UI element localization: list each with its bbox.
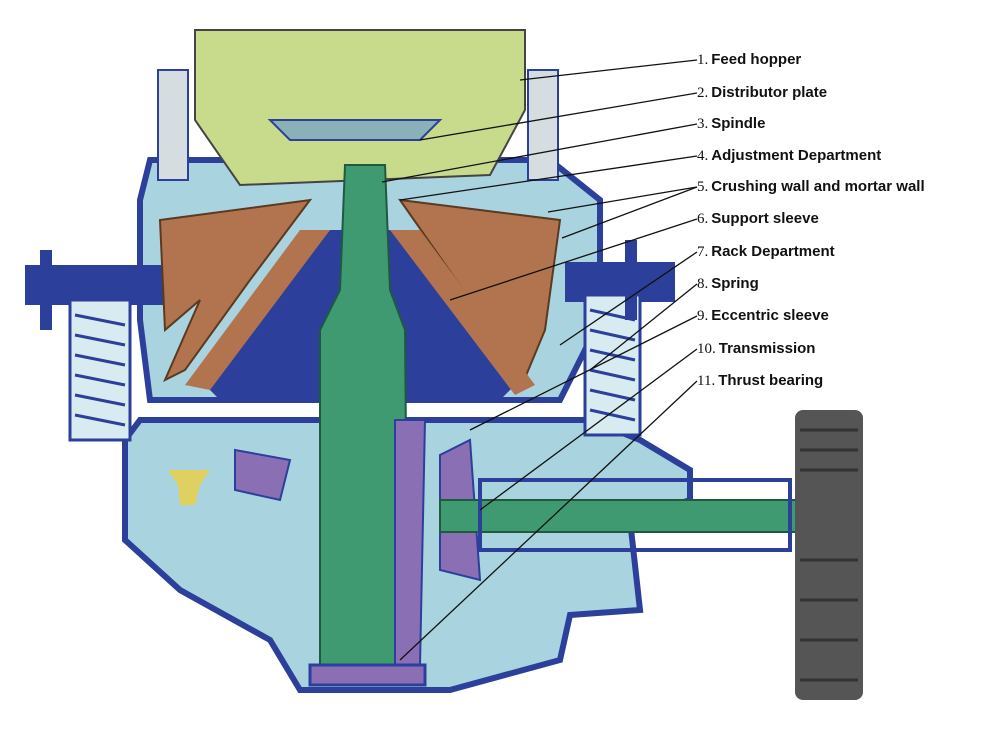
label-number: 4.	[697, 148, 709, 164]
right-bolt	[625, 240, 637, 320]
label-crushing-wall: 5.Crushing wall and mortar wall	[697, 178, 925, 196]
yellow-oil-part	[168, 470, 210, 505]
label-number: 3.	[697, 116, 709, 132]
label-spring: 8.Spring	[697, 275, 759, 293]
left-spring	[68, 298, 132, 442]
label-number: 6.	[697, 211, 709, 227]
label-text: Feed hopper	[711, 51, 802, 68]
thrust-bearing	[308, 663, 427, 687]
label-text: Eccentric sleeve	[711, 307, 829, 324]
label-adjustment-department: 4.Adjustment Department	[697, 147, 881, 165]
label-number: 9.	[697, 308, 709, 324]
label-support-sleeve: 6.Support sleeve	[697, 210, 819, 228]
label-text: Crushing wall and mortar wall	[711, 178, 925, 195]
label-number: 1.	[697, 52, 709, 68]
eccentric-sleeve	[394, 419, 427, 666]
label-number: 7.	[697, 244, 709, 260]
label-number: 8.	[697, 276, 709, 292]
label-text: Rack Department	[711, 243, 835, 260]
leader-lines	[381, 59, 698, 661]
label-thrust-bearing: 11.Thrust bearing	[697, 372, 823, 390]
label-text: Support sleeve	[711, 210, 819, 227]
mantle-liner-left	[185, 230, 330, 390]
distributor-plate	[267, 119, 443, 141]
label-rack-department: 7.Rack Department	[697, 243, 835, 261]
label-text: Spindle	[711, 115, 766, 132]
bevel-gear-left	[234, 448, 292, 502]
left-bolt	[40, 250, 52, 330]
label-text: Thrust bearing	[718, 372, 824, 389]
left-adjust-screw	[157, 69, 189, 181]
right-adjust-screw	[527, 69, 559, 181]
label-number: 11.	[697, 373, 716, 389]
label-spindle: 3.Spindle	[697, 115, 765, 133]
shaft-housing	[478, 478, 792, 552]
label-text: Adjustment Department	[711, 147, 882, 164]
label-transmission: 10.Transmission	[697, 340, 815, 358]
label-number: 2.	[697, 85, 709, 101]
label-number: 5.	[697, 179, 709, 195]
label-number: 10.	[697, 341, 716, 357]
mantle-liner-right	[390, 230, 535, 395]
label-text: Transmission	[718, 340, 816, 357]
label-eccentric-sleeve: 9.Eccentric sleeve	[697, 307, 829, 325]
label-text: Spring	[711, 275, 759, 292]
label-feed-hopper: 1.Feed hopper	[697, 51, 801, 69]
feed-hopper	[194, 29, 526, 187]
pulley	[795, 410, 863, 700]
label-text: Distributor plate	[711, 84, 828, 101]
label-distributor-plate: 2.Distributor plate	[697, 84, 827, 102]
concave-left	[158, 198, 313, 383]
